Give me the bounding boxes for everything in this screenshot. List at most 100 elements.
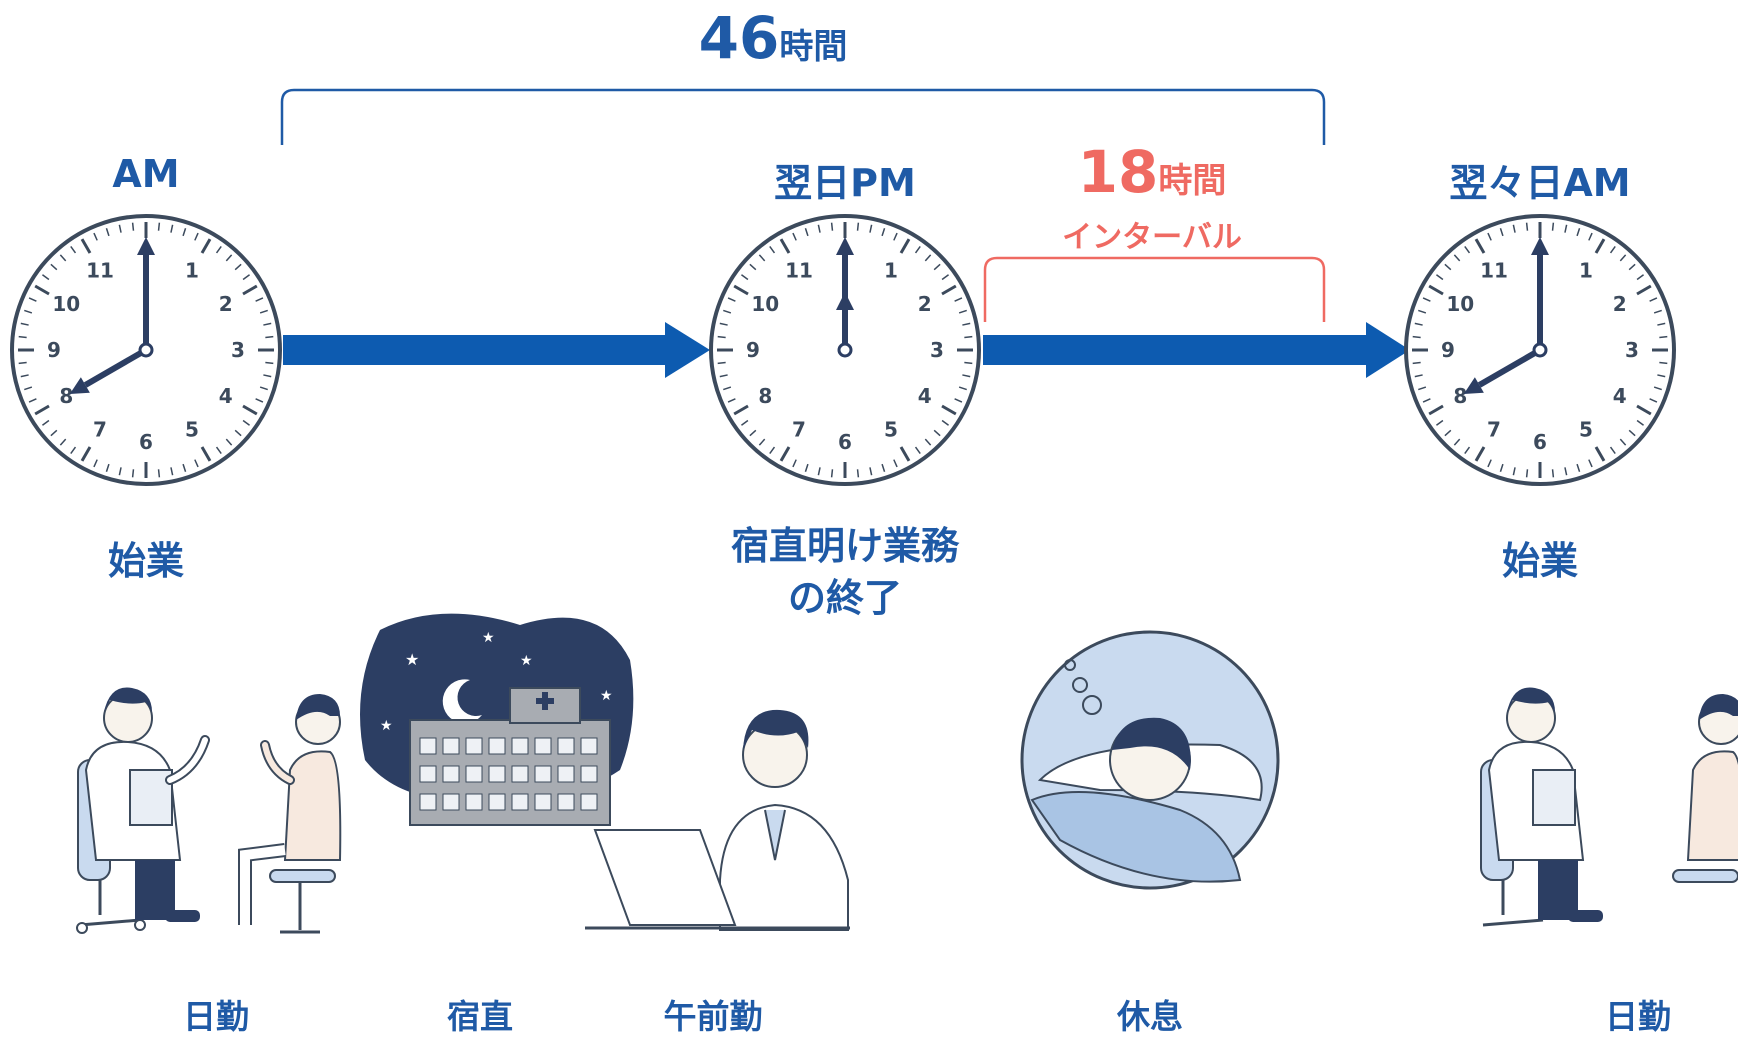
minute-hand-tip — [836, 237, 854, 255]
clock-tick — [1412, 361, 1421, 365]
clock-number: 2 — [219, 292, 233, 316]
clock-number: 5 — [884, 418, 898, 442]
clock-tick — [194, 459, 199, 468]
event-end-night-duty-line1: 宿直明け業務 — [730, 524, 960, 568]
clock-tick — [1619, 438, 1627, 446]
clock-tick — [733, 284, 749, 296]
clock-number: 3 — [1625, 338, 1639, 362]
clock-tick — [924, 438, 932, 446]
clock-tick — [1649, 297, 1658, 302]
clock-tick — [817, 224, 821, 233]
clock-tick — [1564, 224, 1568, 233]
interval-duration-label: 18時間 — [1077, 138, 1227, 206]
clock-tick — [933, 429, 941, 437]
clock-tick — [200, 238, 212, 254]
interval-label: インターバル — [1062, 220, 1242, 255]
clock-tick — [170, 224, 174, 233]
clock-tick — [118, 224, 122, 233]
doctor-consultation-illustration — [76, 687, 342, 934]
clock-tick — [28, 297, 37, 302]
clock-tick — [1659, 335, 1668, 339]
clock-number: 8 — [59, 384, 73, 408]
clock-tick — [80, 446, 92, 462]
clock-tick — [1564, 467, 1568, 476]
clock-tick — [779, 446, 791, 462]
clock-tick — [1594, 238, 1606, 254]
clock-tick — [259, 309, 268, 314]
clock-tick — [1649, 398, 1658, 403]
clock-tick — [242, 284, 258, 296]
hospital-window — [419, 737, 437, 755]
clock-tick — [964, 361, 973, 365]
clock-tick — [1453, 438, 1461, 446]
hospital-window — [419, 793, 437, 811]
clock-tick — [1464, 246, 1471, 254]
clock-tick — [727, 398, 736, 403]
interval-bracket — [983, 256, 1326, 322]
clock-tick — [869, 467, 873, 476]
hospital-window — [557, 737, 575, 755]
clock-tick — [1609, 446, 1616, 454]
clock-tick — [954, 297, 963, 302]
clock-tick — [1659, 361, 1668, 365]
clock-tick — [741, 274, 749, 281]
clock-tick — [941, 284, 957, 296]
clock-tick — [1588, 232, 1593, 241]
clock-number: 7 — [792, 418, 806, 442]
clock-tick — [856, 222, 860, 231]
hospital-window — [511, 737, 529, 755]
clock-number: 10 — [751, 292, 779, 316]
clock-tick — [265, 335, 274, 339]
clock-tick — [1436, 419, 1444, 426]
clock-tick — [1576, 463, 1581, 472]
hospital-window — [442, 737, 460, 755]
clock-tick — [70, 446, 77, 454]
clock-tick — [1422, 297, 1431, 302]
clock-tick — [234, 429, 242, 437]
clock-tick — [719, 322, 728, 326]
clock-tick — [242, 274, 250, 281]
clock-tick — [779, 238, 791, 254]
clock-tick — [1594, 446, 1606, 462]
clock-tick — [182, 228, 187, 237]
clock-tick — [1444, 263, 1452, 271]
hour-hand — [83, 347, 148, 388]
clock-tick — [881, 463, 886, 472]
clock-tick — [42, 274, 50, 281]
hour-hand-tip — [69, 377, 90, 394]
clock-tick — [941, 274, 949, 281]
clock-tick — [933, 263, 941, 271]
clock-tick — [769, 246, 776, 254]
clock-tick — [1418, 386, 1427, 391]
minute-hand-tip — [1531, 237, 1549, 255]
clock-number: 4 — [219, 384, 233, 408]
clock-tick — [1512, 467, 1516, 476]
activity-day-shift-1: 日勤 — [183, 997, 249, 1036]
clock-tick — [1436, 274, 1444, 281]
hospital-window — [534, 793, 552, 811]
clock-number: 11 — [86, 258, 114, 282]
clock-tick — [1499, 228, 1504, 237]
hour-hand-tip — [836, 292, 854, 310]
clock-tick — [1657, 322, 1666, 326]
clock-tick — [259, 386, 268, 391]
clock-tick — [717, 361, 726, 365]
arrow-1 — [283, 322, 710, 378]
clock-tick — [1512, 224, 1516, 233]
hospital-window — [511, 793, 529, 811]
clock-tick — [830, 222, 834, 231]
clock-tick — [194, 232, 199, 241]
clock-tick — [758, 438, 766, 446]
clock-number: 10 — [52, 292, 80, 316]
clock-tick — [1414, 374, 1423, 378]
clock-number: 7 — [93, 418, 107, 442]
clock-tick — [1628, 263, 1636, 271]
event-start-work-2: 始業 — [1501, 539, 1579, 583]
clock-tick — [1653, 309, 1662, 314]
clock-tick — [1422, 398, 1431, 403]
clock-tick — [1474, 446, 1486, 462]
clock-tick — [24, 386, 33, 391]
clock-tick — [225, 254, 233, 262]
clock-tick — [1474, 238, 1486, 254]
